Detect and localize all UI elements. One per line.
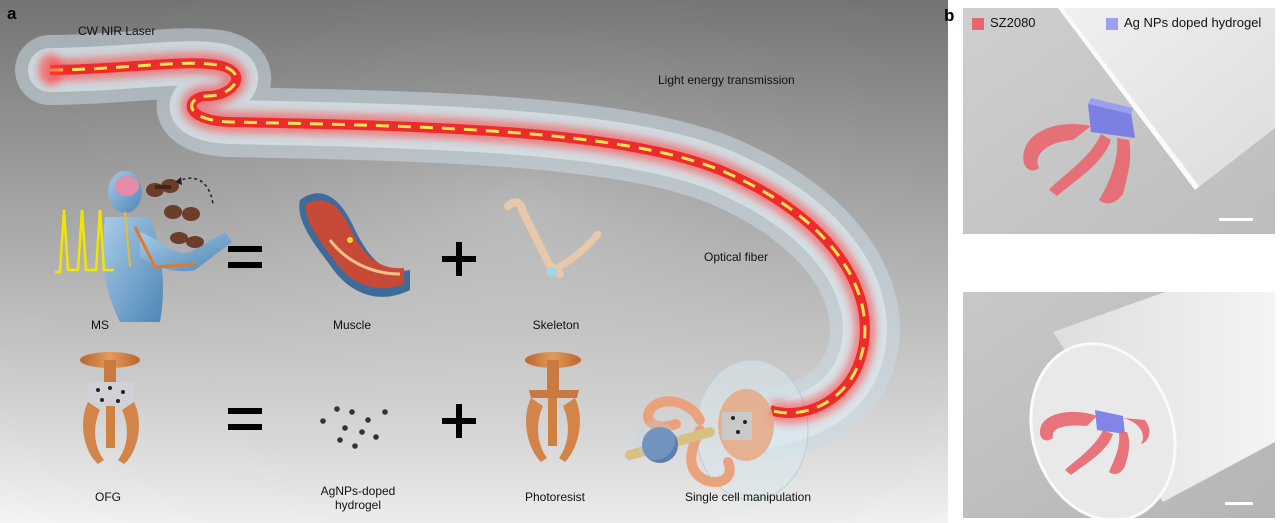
agnps-particles-illustration [320, 406, 388, 449]
single-cell-manipulation-label: Single cell manipulation [684, 490, 812, 504]
legend-swatch-hydrogel [1106, 18, 1118, 30]
row2-plus-sign [442, 404, 476, 438]
dumbbell-icon [146, 179, 204, 248]
panel-a-illustration [0, 0, 948, 523]
cell-icon [642, 427, 678, 463]
row2-equals-sign [228, 408, 262, 430]
legend-label-hydrogel: Ag NPs doped hydrogel [1124, 15, 1262, 30]
emg-signal-icon [55, 209, 114, 274]
panel-a-letter: a [7, 4, 17, 23]
panel-b-letter: b [944, 6, 955, 25]
laser-beam [38, 52, 876, 424]
sem-image-top [963, 8, 1275, 234]
legend-label-sz2080: SZ2080 [990, 15, 1036, 30]
transmission-label: Light energy transmission [658, 73, 795, 87]
agnps-hydrogel-label-line2: hydrogel [334, 498, 382, 512]
optical-fiber-label: Optical fiber [704, 250, 769, 264]
ofg-label: OFG [95, 490, 121, 504]
muscle-label: Muscle [332, 318, 371, 332]
legend-swatch-sz2080 [972, 18, 984, 30]
sem-top-hydrogel-region [1088, 98, 1135, 138]
skeleton-illustration [504, 198, 602, 278]
fiber-tip-gripper [625, 389, 774, 487]
photoresist-gripper-illustration [525, 352, 581, 462]
laser-source-glow [38, 54, 62, 86]
muscle-illustration [299, 193, 410, 297]
photoresist-label: Photoresist [524, 490, 586, 504]
ofg-gripper-illustration [80, 352, 140, 464]
sem-bottom-hydrogel-region [1095, 410, 1125, 434]
row1-plus-sign [442, 242, 476, 276]
agnps-hydrogel-label-line1: AgNPs-doped [320, 484, 396, 498]
ms-label: MS [91, 318, 109, 332]
sem-image-bottom-drawing [963, 292, 1275, 518]
skeleton-label: Skeleton [532, 318, 580, 332]
human-arm-illustration [103, 171, 232, 322]
sem-image-top-drawing [963, 8, 1275, 234]
sem-top-sz2080-gripper [1023, 124, 1131, 204]
row1-equals-sign [228, 246, 262, 268]
sem-bottom-sz2080-gripper [1039, 411, 1150, 475]
laser-label: CW NIR Laser [78, 24, 156, 38]
sem-image-bottom [963, 292, 1275, 518]
